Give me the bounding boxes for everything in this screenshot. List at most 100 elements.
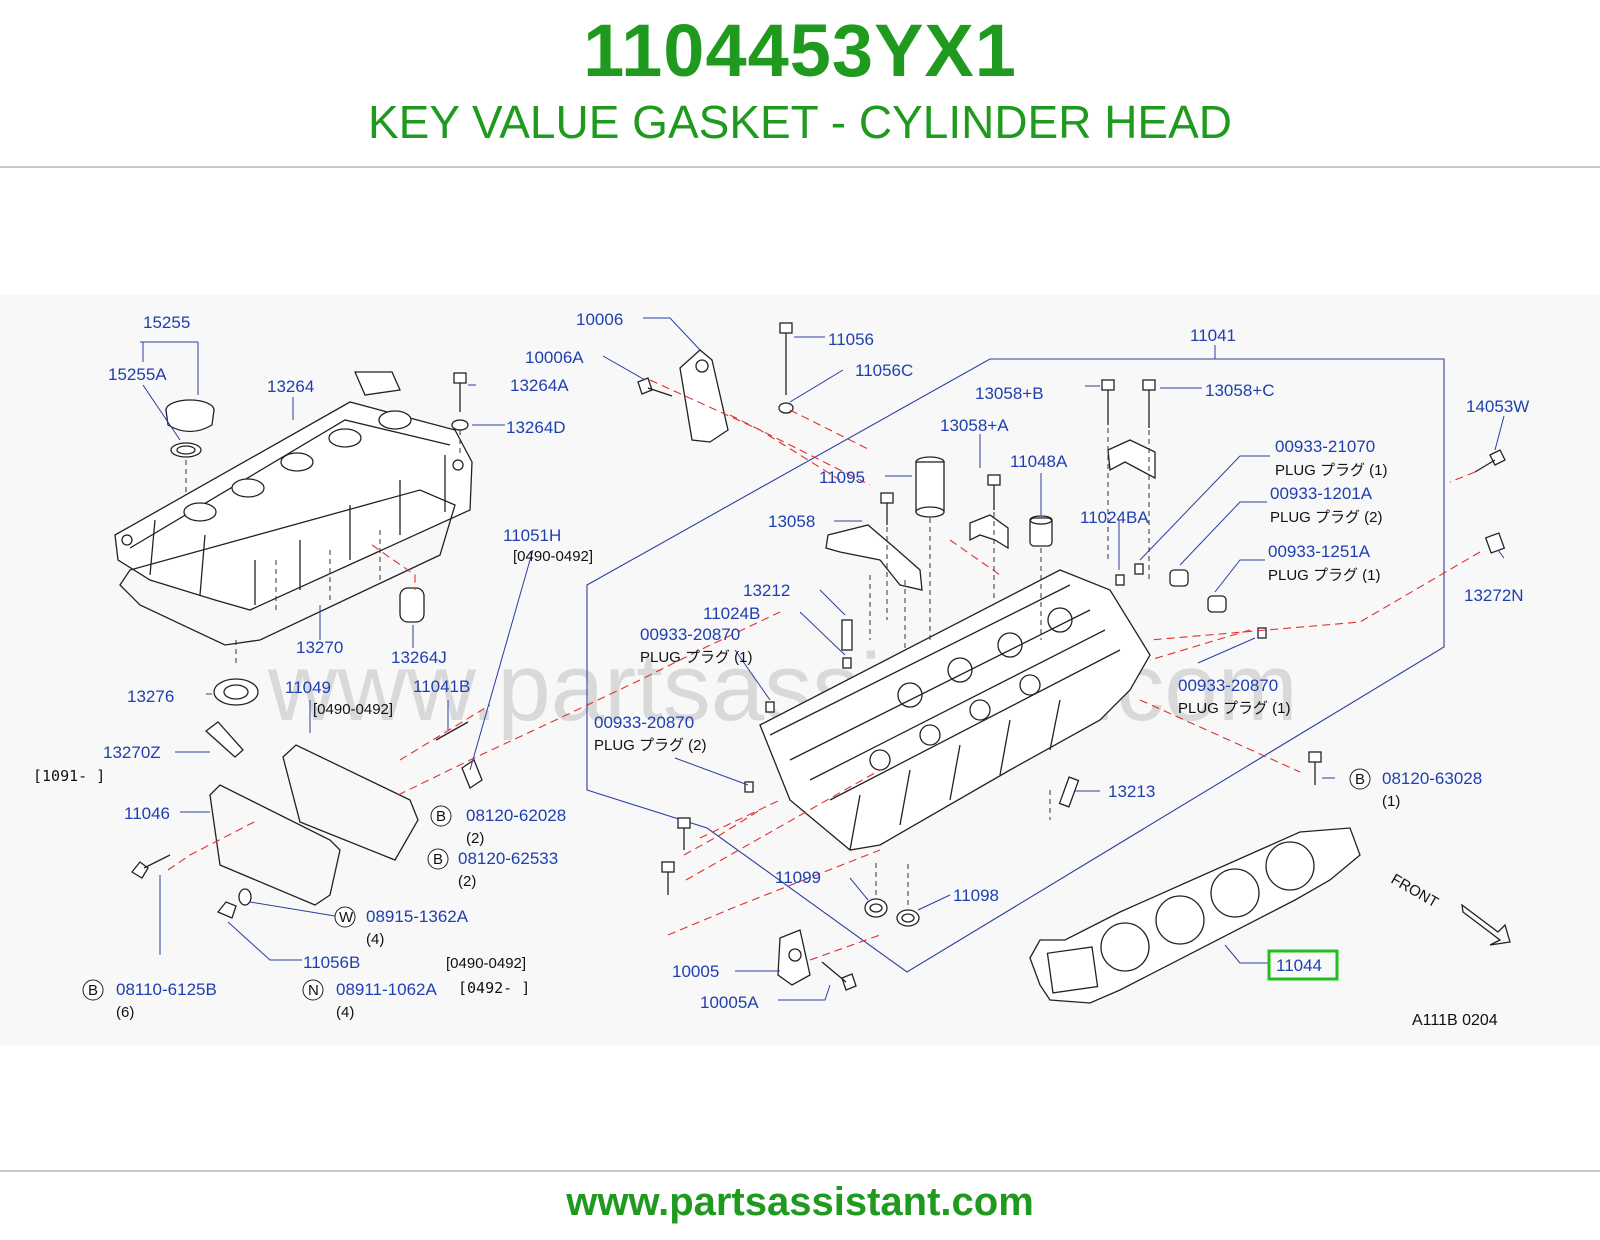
parts-diagram-svg: www.partsassistant.com (33, 310, 1529, 1029)
bolt-mark-B: B (1355, 771, 1365, 788)
label-00933-20870-right[interactable]: 00933-20870 (1178, 676, 1278, 695)
label-13058B[interactable]: 13058+B (975, 384, 1044, 403)
label-10005A[interactable]: 10005A (700, 993, 759, 1012)
label-13212[interactable]: 13212 (743, 581, 790, 600)
label-11041[interactable]: 11041 (1190, 326, 1236, 345)
bolt-13264A-drawing (451, 372, 469, 431)
label-10006[interactable]: 10006 (576, 310, 623, 329)
label-11098[interactable]: 11098 (953, 886, 999, 905)
label-15255A[interactable]: 15255A (108, 365, 167, 384)
label-11049-range: [0490-0492] (313, 701, 393, 718)
nut-mark-N: N (308, 982, 319, 999)
label-08120-63028[interactable]: 08120-63028 (1382, 769, 1482, 788)
page-header: 1104453YX1 KEY VALUE GASKET - CYLINDER H… (0, 0, 1600, 170)
label-13264[interactable]: 13264 (267, 377, 314, 396)
plug-00933-20870-right-drawing (1257, 627, 1267, 639)
label-13270Z-range: [1091- ] (33, 767, 105, 785)
label-11049[interactable]: 11049 (285, 678, 331, 697)
diagram-code: A111B 0204 (1412, 1012, 1498, 1029)
label-08915-1362A[interactable]: 08915-1362A (366, 907, 469, 926)
label-13264J[interactable]: 13264J (391, 648, 447, 667)
label-11046[interactable]: 11046 (124, 804, 170, 823)
engine-hanger-10006-drawing (679, 349, 729, 443)
plug-note-00933-1201A: PLUG プラグ (2) (1270, 509, 1383, 526)
label-11041B[interactable]: 11041B (413, 677, 470, 696)
label-13058[interactable]: 13058 (768, 512, 815, 531)
engine-hanger-10005-drawing (777, 929, 811, 986)
plug-note-00933-20870-left: PLUG プラグ (1) (640, 649, 753, 666)
front-direction-arrow: FRONT (1388, 871, 1511, 946)
seal-11099-drawing (864, 898, 888, 918)
label-13058C[interactable]: 13058+C (1205, 381, 1274, 400)
cylinder-head-assembly-frame (586, 358, 1445, 973)
label-11024BA[interactable]: 11024BA (1080, 508, 1149, 527)
label-11056B[interactable]: 11056B (303, 953, 360, 972)
label-00933-20870-front[interactable]: 00933-20870 (594, 713, 694, 732)
label-10005[interactable]: 10005 (672, 962, 719, 981)
label-00933-1201A[interactable]: 00933-1201A (1270, 484, 1373, 503)
label-11099[interactable]: 11099 (775, 868, 821, 887)
gasket-13272N-drawing (1484, 532, 1506, 554)
label-00933-20870-left[interactable]: 00933-20870 (640, 625, 740, 644)
header-divider (0, 166, 1600, 168)
label-08120-62028[interactable]: 08120-62028 (466, 806, 566, 825)
label-13270[interactable]: 13270 (296, 638, 343, 657)
plug-00933-21070-drawing (1134, 563, 1144, 575)
label-13213[interactable]: 13213 (1108, 782, 1155, 801)
qty-08120-62028: (2) (466, 830, 484, 847)
bolt-mark-B: B (88, 982, 98, 999)
label-08911-1062A[interactable]: 08911-1062A (336, 980, 437, 999)
rocker-cover-gasket-drawing (119, 489, 456, 646)
label-13272N[interactable]: 13272N (1464, 586, 1524, 605)
label-08120-62533[interactable]: 08120-62533 (458, 849, 558, 868)
camshaft-bracket-13058B-drawing (1107, 439, 1156, 480)
label-13276[interactable]: 13276 (127, 687, 174, 706)
cover-11049-drawing (282, 744, 419, 861)
footer-divider (0, 1170, 1600, 1172)
plug-00933-1251A-drawing (1207, 595, 1227, 613)
label-13058A[interactable]: 13058+A (940, 416, 1009, 435)
qty-08911-1062A: (4) (336, 1004, 354, 1021)
bolt-mark-circle (82, 979, 104, 1001)
washer-08915-drawing (238, 888, 252, 906)
label-10006A[interactable]: 10006A (525, 348, 584, 367)
plug-note-00933-1251A: PLUG プラグ (1) (1268, 567, 1381, 584)
label-11056B-range: [0490-0492] (446, 955, 526, 972)
qty-08120-62533: (2) (458, 873, 476, 890)
label-15255[interactable]: 15255 (143, 313, 190, 332)
label-11095[interactable]: 11095 (819, 468, 865, 487)
label-11044-highlighted[interactable]: 11044 (1276, 956, 1322, 975)
label-11051H[interactable]: 11051H (503, 526, 561, 545)
label-08110-6125B[interactable]: 08110-6125B (116, 980, 217, 999)
qty-08915-1362A: (4) (366, 931, 384, 948)
nut-mark-circle (302, 979, 324, 1001)
bolt-14053W-drawing (1489, 449, 1506, 466)
label-11056[interactable]: 11056 (828, 330, 874, 349)
dowel-11024BA-drawing (1115, 574, 1125, 586)
label-13270Z[interactable]: 13270Z (103, 743, 161, 762)
label-11056C[interactable]: 11056C (855, 361, 913, 380)
bolt-mark-B: B (433, 851, 443, 868)
washer-mark-circle (334, 906, 356, 928)
label-00933-21070[interactable]: 00933-21070 (1275, 437, 1375, 456)
plug-note-00933-20870-front: PLUG プラグ (2) (594, 737, 707, 754)
label-00933-1251A[interactable]: 00933-1251A (1268, 542, 1371, 561)
cover-11046-drawing (209, 784, 341, 906)
assembly-black-dashed-lines (185, 428, 1150, 905)
dowel-11024B-drawing (842, 657, 852, 669)
label-11024B[interactable]: 11024B (703, 604, 760, 623)
head-bolts-drawing (661, 751, 1322, 895)
footer-website-url[interactable]: www.partsassistant.com (566, 1180, 1034, 1224)
grommet-13264J-drawing (399, 587, 425, 623)
washer-mark-W: W (339, 909, 354, 926)
leader-lines (140, 317, 1505, 1001)
label-13264D[interactable]: 13264D (506, 418, 566, 437)
label-14053W[interactable]: 14053W (1466, 397, 1529, 416)
label-13264A[interactable]: 13264A (510, 376, 569, 395)
bolt-10005A-drawing (841, 973, 857, 991)
plug-11051H-drawing (461, 759, 483, 789)
bolt-mark-B: B (436, 808, 446, 825)
cylinder-head-drawing (759, 569, 1151, 851)
label-11048A[interactable]: 11048A (1010, 452, 1068, 471)
label-11051H-range: [0490-0492] (513, 548, 593, 565)
